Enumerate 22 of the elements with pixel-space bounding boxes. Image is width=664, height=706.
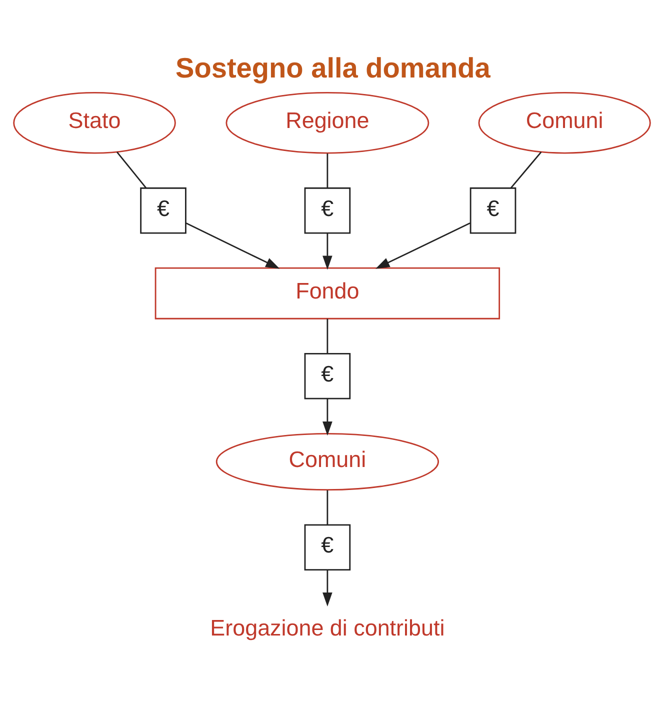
- node-box: €: [304, 187, 351, 234]
- connector: [116, 152, 146, 188]
- connector: [326, 490, 328, 525]
- arrow: [322, 233, 332, 270]
- connector: [326, 154, 328, 188]
- connector: [510, 152, 542, 188]
- arrow: [186, 222, 280, 269]
- arrow: [322, 570, 332, 607]
- node-ellipse: Stato: [13, 92, 176, 154]
- node-box: €: [470, 187, 516, 234]
- node-box: €: [304, 353, 351, 400]
- diagram-title: Sostegno alla domanda: [176, 52, 490, 84]
- node-box: €: [304, 524, 351, 570]
- node-ellipse: Comuni: [216, 432, 439, 491]
- arrow: [376, 222, 470, 269]
- node-box: €: [140, 187, 186, 234]
- node-ellipse: Regione: [226, 92, 430, 154]
- node-text: Erogazione di contributi: [210, 615, 445, 640]
- connector: [326, 318, 328, 354]
- arrow: [322, 398, 332, 436]
- node-box: Fondo: [154, 267, 500, 320]
- node-ellipse: Comuni: [478, 92, 651, 154]
